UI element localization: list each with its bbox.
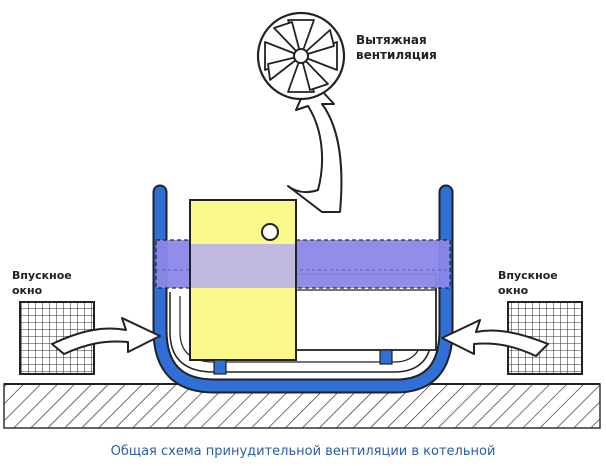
boiler [189, 199, 297, 375]
inlet-left-line2: окно [12, 284, 43, 297]
fan-icon [256, 11, 346, 101]
exhaust-label-line1: Вытяжная [356, 33, 427, 47]
air-arrow-icon [51, 317, 161, 355]
exhaust-label: Вытяжная вентиляция [356, 33, 437, 63]
inlet-label-right: Впускное окно [498, 268, 558, 298]
inlet-right-line2: окно [498, 284, 529, 297]
air-arrow-icon [441, 319, 549, 357]
inlet-label-left: Впускное окно [12, 268, 72, 298]
caption: Общая схема принудительной вентиляции в … [110, 444, 496, 459]
ventilation-diagram [3, 11, 601, 429]
inlet-left-line1: Впускное [12, 269, 72, 282]
inlet-right-line1: Впускное [498, 269, 558, 282]
exhaust-arrow-icon [287, 77, 343, 213]
air-duct [152, 184, 454, 394]
exhaust-label-line2: вентиляция [356, 48, 437, 62]
